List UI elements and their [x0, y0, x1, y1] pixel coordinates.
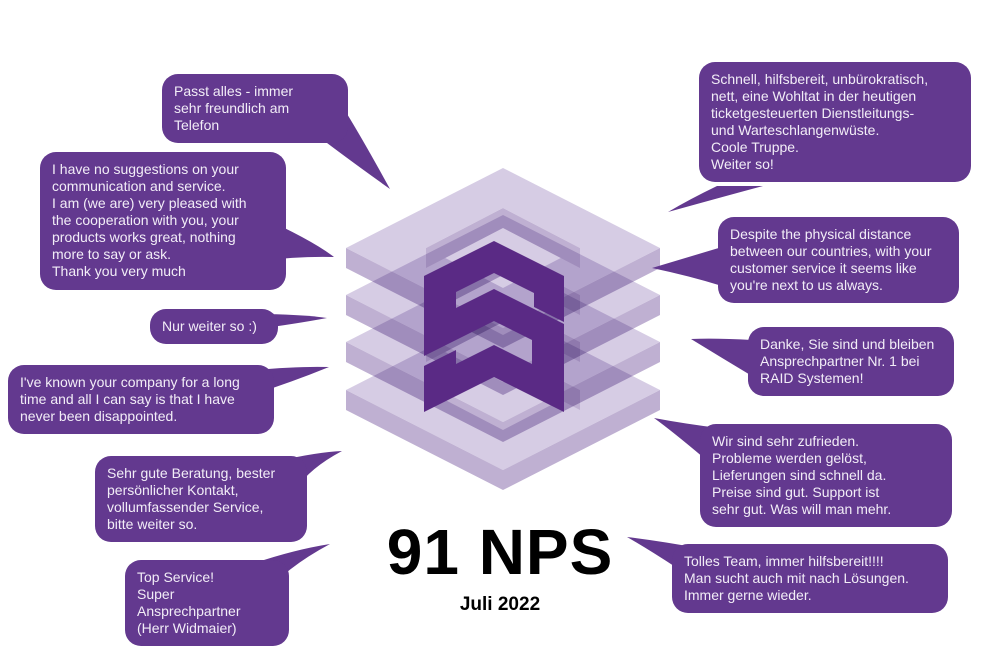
testimonial-bubble-left-upper: I have no suggestions on your communicat… [40, 152, 286, 290]
testimonial-bubble-bottom-left: Sehr gute Beratung, bester persönlicher … [95, 456, 307, 543]
testimonial-bubble-bottom-left-2: Top Service! Super Ansprechpartner (Herr… [125, 560, 289, 647]
testimonial-bubble-left-lower: I've known your company for a long time … [8, 365, 274, 435]
nps-score-period: Juli 2022 [459, 594, 541, 615]
testimonial-bubble-left-middle: Nur weiter so :) [150, 309, 278, 345]
testimonial-bubble-top-right: Schnell, hilfsbereit, unbürokratisch, ne… [699, 62, 971, 183]
testimonial-bubble-bottom-right: Tolles Team, immer hilfsbereit!!!! Man s… [672, 544, 948, 614]
nps-score-block: 91 NPS Juli 2022 [340, 520, 660, 616]
testimonial-bubble-right-middle: Danke, Sie sind und bleiben Ansprechpart… [748, 327, 954, 397]
bubble-tail-7 [668, 186, 763, 212]
testimonial-bubble-right-upper: Despite the physical distance between ou… [718, 217, 959, 304]
bubble-tail-8 [652, 247, 722, 286]
nps-score-value: 91 NPS [386, 516, 614, 588]
testimonial-bubble-right-lower: Wir sind sehr zufrieden. Probleme werden… [700, 424, 952, 528]
bubble-tail-9 [691, 338, 752, 376]
testimonial-bubble-top-left: Passt alles - immer sehr freundlich am T… [162, 74, 348, 144]
